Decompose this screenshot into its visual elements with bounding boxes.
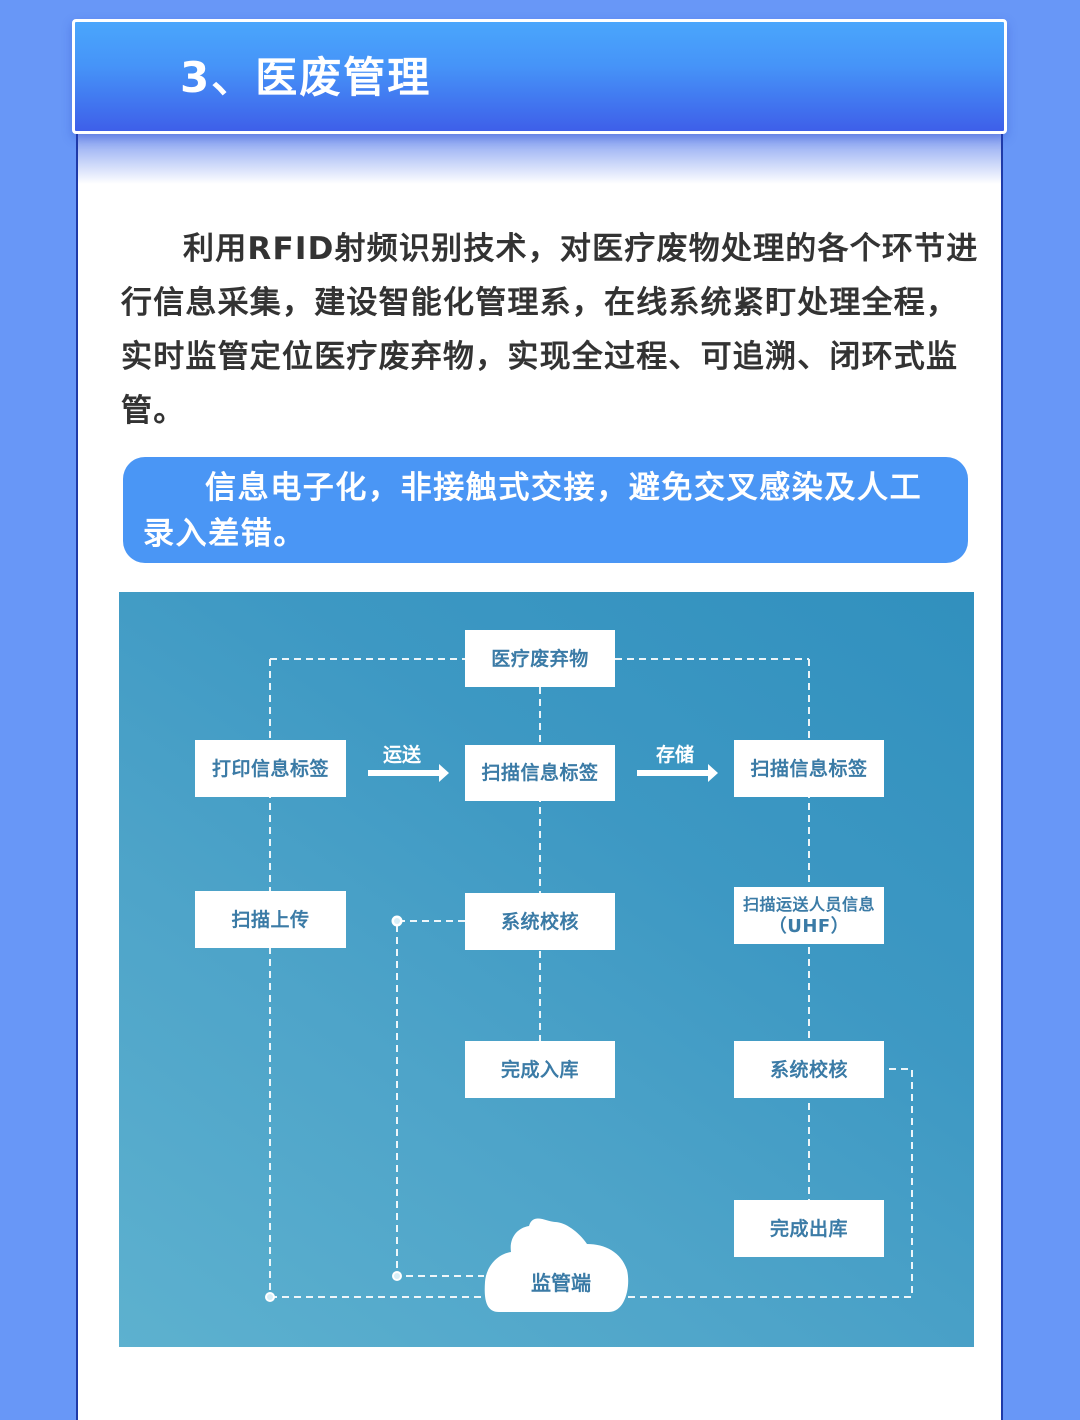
edge-label-transport: 运送 [383,744,422,766]
node-scan-label-middle: 扫描信息标签 [465,745,615,801]
node-medical-waste: 医疗废弃物 [465,630,615,687]
node-scan-staff-info: 扫描运送人员信息 （UHF） [734,887,884,944]
node-storage-complete: 完成入库 [465,1041,615,1098]
cloud-label-supervision: 监管端 [531,1271,591,1295]
node-outbound-complete: 完成出库 [734,1200,884,1257]
node-system-verify-middle: 系统校核 [465,893,615,950]
diagram-connectors [265,658,913,1312]
connector-bottom-right [628,1068,913,1298]
connector-verify-loop [396,920,484,1277]
node-scan-label-right: 扫描信息标签 [734,740,884,797]
header-shadow [78,134,1001,184]
edge-label-storage: 存储 [656,744,695,766]
section-title: 3、医废管理 [180,53,432,102]
workflow-diagram: 医疗废弃物 打印信息标签 扫描信息标签 扫描信息标签 运送 存储 扫描上传 系统… [119,592,974,1347]
node-scan-upload: 扫描上传 [195,891,346,948]
arrow-transport [368,764,449,782]
node-scan-staff-line2: （UHF） [768,915,850,937]
node-scan-staff-line1: 扫描运送人员信息 [742,894,875,914]
node-system-verify-right: 系统校核 [734,1041,884,1098]
intro-paragraph: 利用RFID射频识别技术，对医疗废物处理的各个环节进行信息采集，建设智能化管理系… [121,231,979,429]
cloud-shape [484,1218,629,1312]
node-print-label: 打印信息标签 [195,740,346,797]
highlight-text: 信息电子化，非接触式交接，避免交叉感染及人工录入差错。 [143,470,923,552]
circle-markers [265,915,403,1302]
highlight-callout: 信息电子化，非接触式交接，避免交叉感染及人工录入差错。 [123,457,968,563]
arrow-storage [637,764,718,782]
section-header: 3、医废管理 [72,19,1007,134]
